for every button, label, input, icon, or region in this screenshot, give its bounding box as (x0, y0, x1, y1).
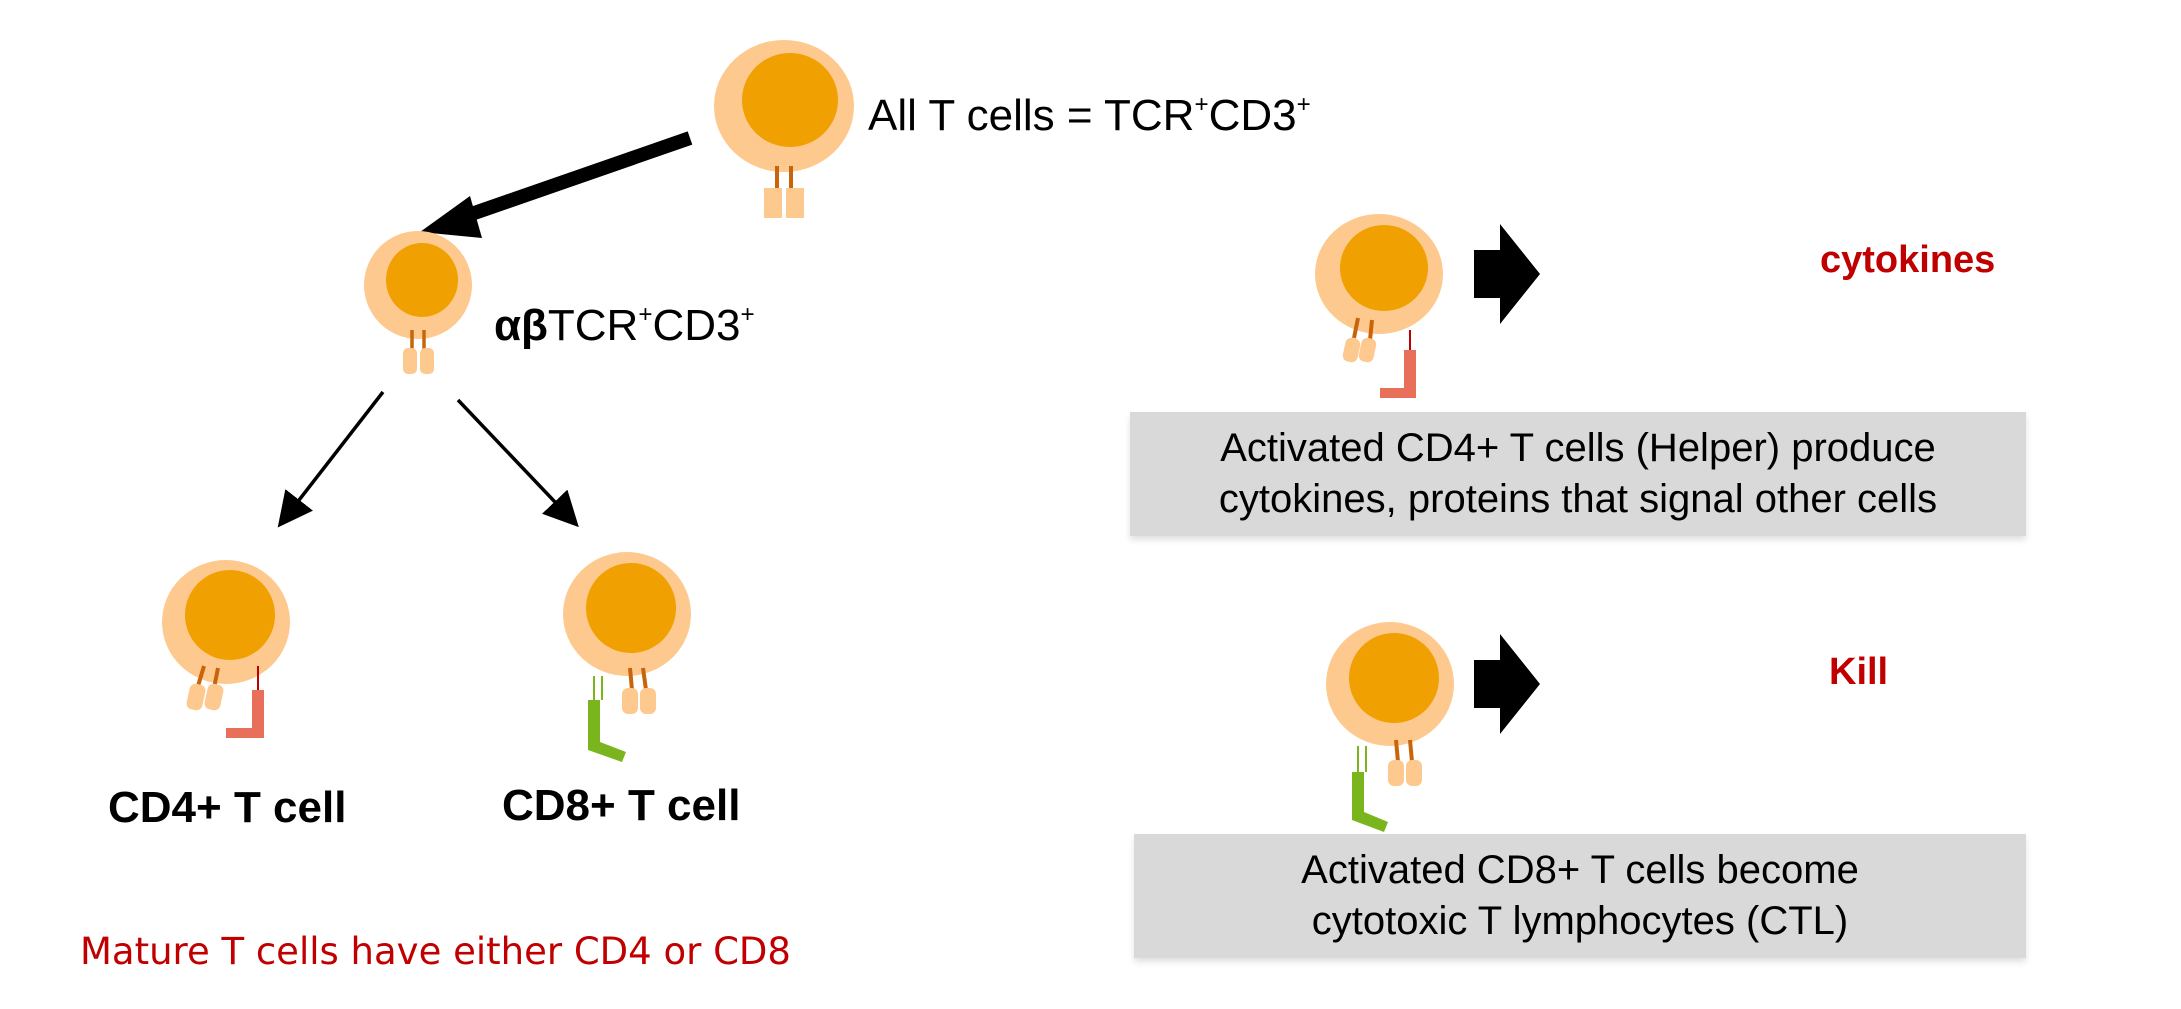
helper-output-arrow (1474, 224, 1540, 324)
cd4-label: CD4+ T cell (108, 783, 347, 832)
ctl-description-line2: cytotoxic T lymphocytes (CTL) (1311, 899, 1849, 943)
cytokines-output-label: cytokines (1820, 239, 1996, 281)
ab-label: αβTCR+CD3+ (494, 300, 755, 350)
helper-description-line2: cytokines, proteins that signal other ce… (1218, 477, 1938, 521)
mature-note: Mature T cells have either CD4 or CD8 (80, 930, 791, 973)
cd8-t-cell (563, 552, 691, 762)
ctl-description-box: Activated CD8+ T cells become cytotoxic … (1134, 834, 2026, 958)
ctl-t-cell (1326, 622, 1454, 832)
cd8-label: CD8+ T cell (502, 781, 741, 830)
helper-description-box: Activated CD4+ T cells (Helper) produce … (1130, 412, 2026, 536)
helper-description-line1: Activated CD4+ T cells (Helper) produce (1220, 426, 1936, 471)
thick-arrow (420, 131, 693, 238)
ctl-description-line1: Activated CD8+ T cells become (1301, 848, 1859, 893)
root-t-cell (714, 40, 854, 220)
root-label-text: All T cells = TCR (868, 91, 1195, 140)
arrow-to-cd4 (277, 390, 385, 528)
ab-label-tcr: TCR (547, 301, 639, 350)
root-label-sup2: + (1296, 90, 1311, 118)
ab-label-sup2: + (740, 300, 755, 328)
ab-label-sup1: + (638, 300, 653, 328)
kill-output-label: Kill (1829, 651, 1889, 693)
root-label: All T cells = TCR+CD3+ (868, 90, 1311, 140)
ab-label-greek: αβ (494, 301, 548, 350)
root-label-cd3: CD3 (1208, 91, 1297, 140)
helper-t-cell (1315, 214, 1443, 398)
ab-label-cd3: CD3 (652, 301, 741, 350)
root-label-sup1: + (1194, 90, 1209, 118)
ctl-output-arrow (1474, 634, 1540, 734)
arrow-to-cd8 (456, 398, 579, 528)
cd4-t-cell (162, 560, 290, 738)
ab-t-cell (364, 231, 472, 374)
